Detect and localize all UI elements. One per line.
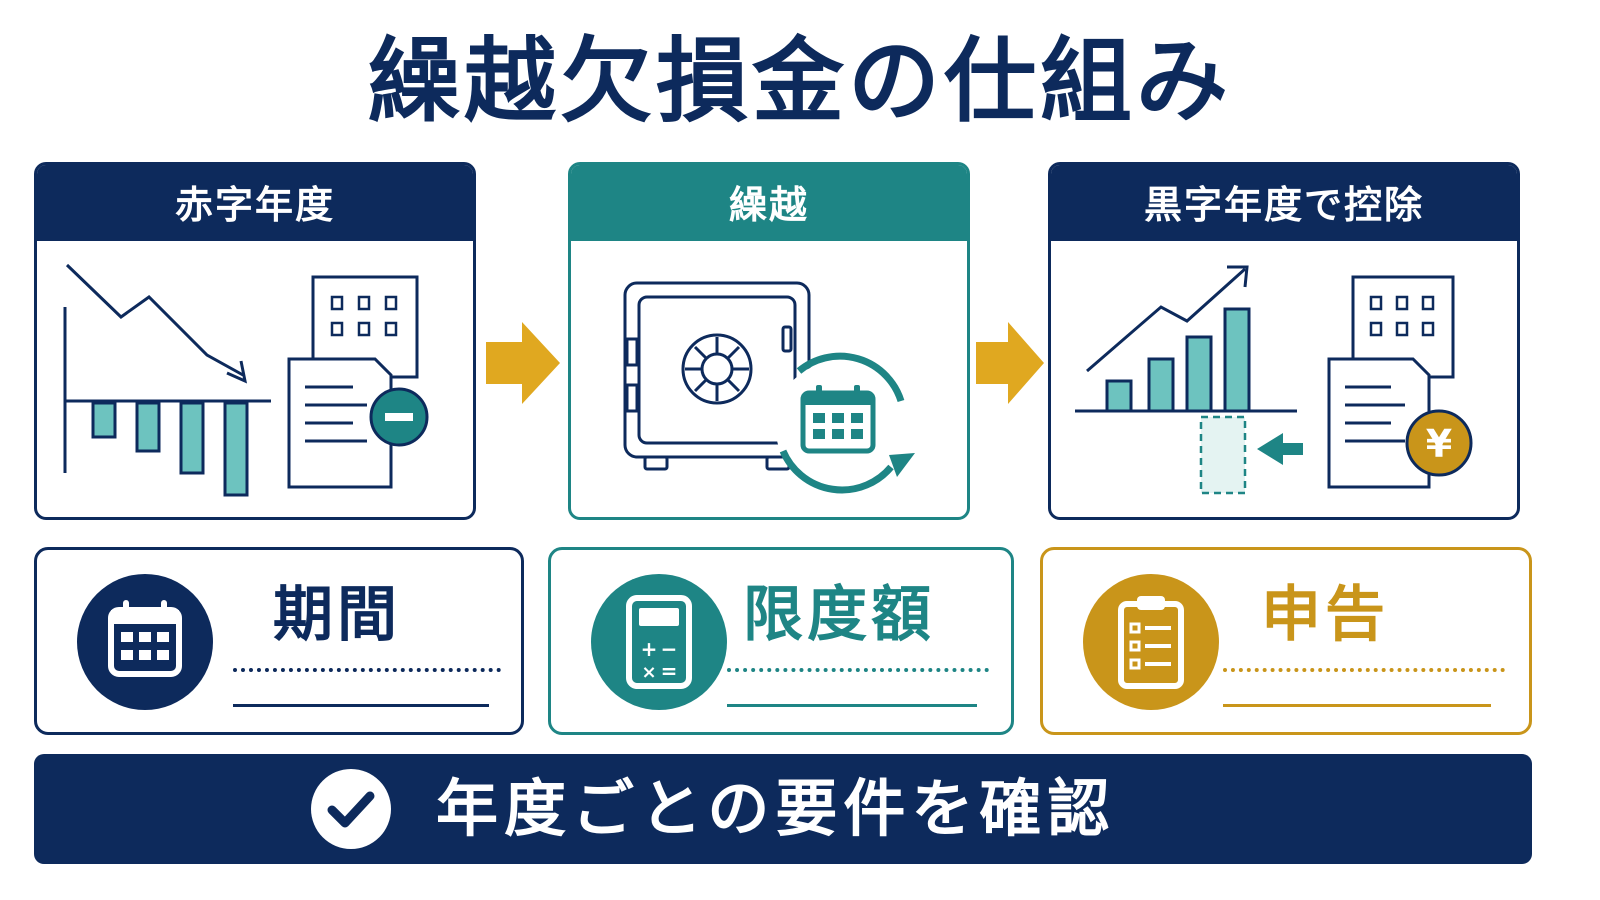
footer-text: 年度ごとの要件を確認 <box>436 772 1116 845</box>
period-label: 期間 <box>273 580 401 650</box>
svg-text:¥: ¥ <box>1426 422 1452 466</box>
underline <box>1223 704 1491 707</box>
underline <box>233 704 489 707</box>
carryover-illustration <box>623 281 915 494</box>
calculator-icon: + − × = <box>591 574 727 710</box>
step-profit-deduction-panel: 黒字年度で控除 ¥ <box>1048 162 1520 520</box>
limit-amount-card: + − × = 限度額 <box>548 547 1014 735</box>
svg-text:=: = <box>661 659 678 683</box>
step-deficit-year-panel: 赤字年度 <box>34 162 476 520</box>
declining-chart-icon <box>63 263 271 497</box>
svg-text:×: × <box>641 662 656 683</box>
document-yen-icon: ¥ <box>1327 357 1473 489</box>
filing-card: 申告 <box>1040 547 1532 735</box>
svg-text:−: − <box>661 637 678 661</box>
rising-chart-icon <box>1075 265 1297 495</box>
period-card: 期間 <box>34 547 524 735</box>
step-carryover-panel: 繰越 <box>568 162 970 520</box>
deficit-illustration <box>63 263 429 497</box>
filing-label: 申告 <box>1261 580 1389 650</box>
underline <box>727 704 977 707</box>
flow-arrow-icon <box>486 322 560 404</box>
dotted-divider <box>1223 668 1505 672</box>
dotted-divider <box>233 668 501 672</box>
svg-text:+: + <box>641 637 658 661</box>
document-minus-icon <box>287 357 429 489</box>
footer-banner: 年度ごとの要件を確認 <box>34 754 1532 864</box>
deduct-arrow-icon <box>1257 433 1303 465</box>
step-carryover-label: 繰越 <box>571 165 967 241</box>
deduction-illustration: ¥ <box>1075 265 1473 495</box>
step-profit-deduction-label: 黒字年度で控除 <box>1051 165 1517 241</box>
calendar-cycle-icon <box>775 352 915 494</box>
page-title: 繰越欠損金の仕組み <box>367 28 1232 135</box>
dotted-divider <box>727 668 989 672</box>
calendar-icon <box>77 574 213 710</box>
limit-amount-label: 限度額 <box>743 580 935 650</box>
step-deficit-year-label: 赤字年度 <box>37 165 473 241</box>
clipboard-icon <box>1083 574 1219 710</box>
flow-arrow-icon <box>976 322 1044 404</box>
safe-icon <box>623 281 811 471</box>
check-icon <box>311 769 391 849</box>
